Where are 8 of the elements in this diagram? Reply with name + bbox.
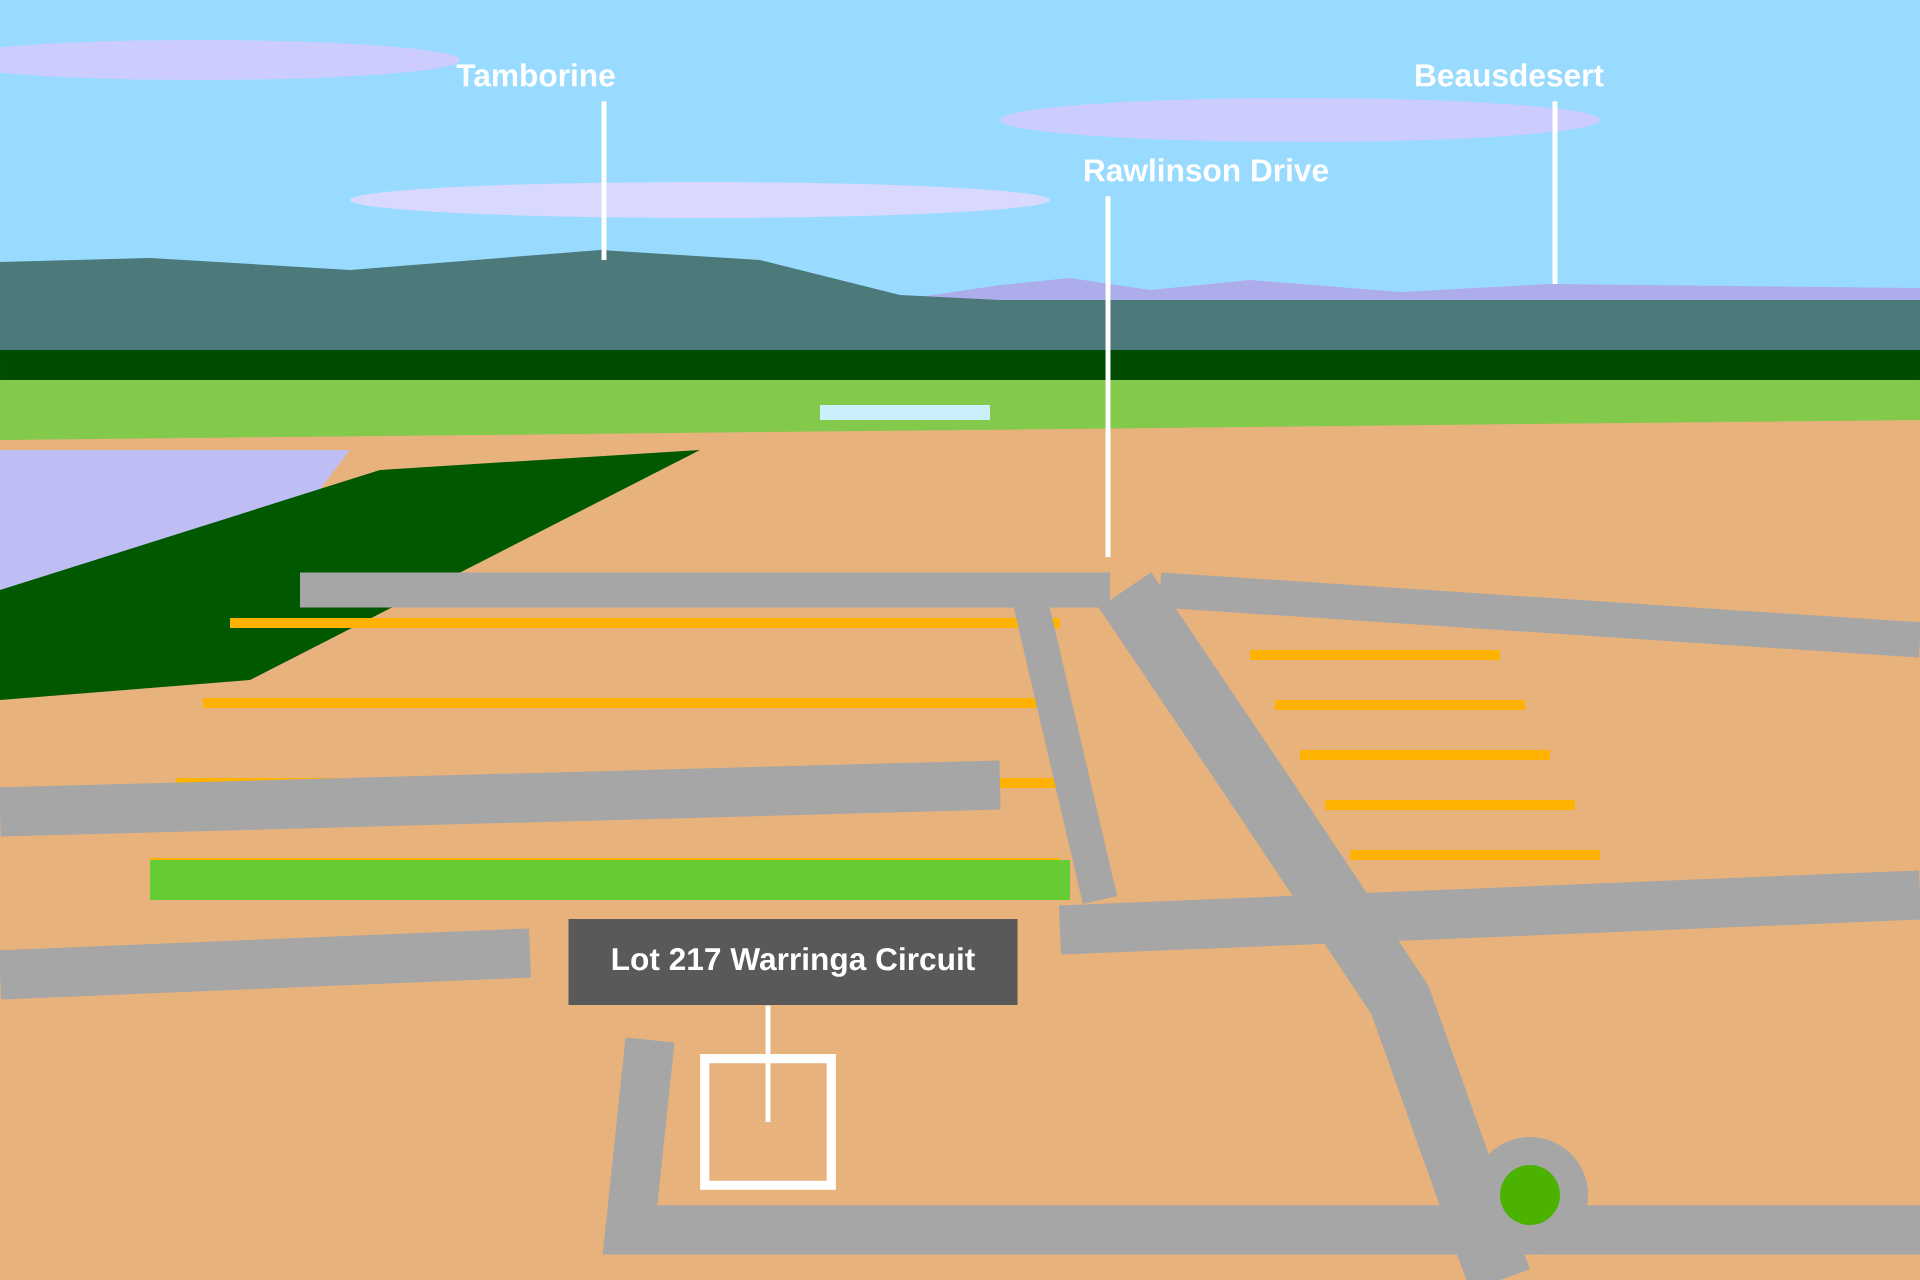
leader-line	[765, 1005, 771, 1122]
leader-line	[601, 101, 607, 260]
place-label: Beausdesert	[1416, 63, 1604, 87]
place-label: Rawlinson Drive	[1085, 158, 1329, 182]
leader-line	[1105, 196, 1111, 557]
label-box: Lot 217 Warringa Circuit	[568, 919, 1018, 1005]
lot-outline	[700, 1054, 836, 1190]
place-label: Tamborine	[456, 63, 615, 87]
